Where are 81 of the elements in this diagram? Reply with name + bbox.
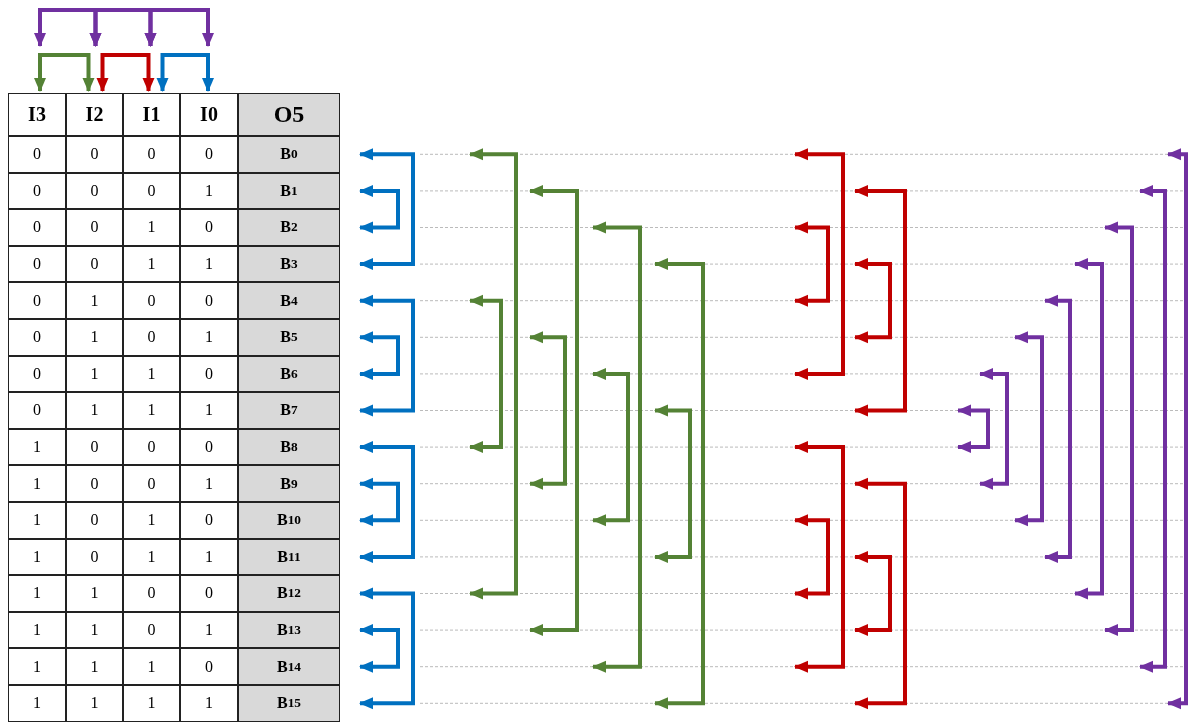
swap-arrow bbox=[359, 294, 415, 417]
table-cell: 0 bbox=[180, 282, 238, 319]
table-cell: 0 bbox=[180, 428, 238, 466]
table-cell: 0 bbox=[8, 319, 66, 356]
table-cell: 1 bbox=[66, 355, 123, 393]
table-cell: 0 bbox=[180, 136, 238, 173]
swap-arrow bbox=[359, 477, 400, 527]
table-cell: 0 bbox=[123, 428, 180, 466]
swap-arrow bbox=[96, 53, 155, 92]
table-cell: 0 bbox=[123, 611, 180, 649]
table-cell: 0 bbox=[123, 136, 180, 173]
table-cell: 1 bbox=[123, 209, 180, 246]
table-cell: 0 bbox=[180, 502, 238, 539]
table-cell: 0 bbox=[123, 319, 180, 356]
table-cell: 0 bbox=[8, 282, 66, 319]
table-cell: 1 bbox=[8, 648, 66, 685]
table-cell: 1 bbox=[123, 245, 180, 283]
table-cell: 1 bbox=[66, 392, 123, 429]
swap-arrow bbox=[359, 184, 400, 234]
table-cell: 1 bbox=[66, 685, 123, 722]
table-cell: 1 bbox=[66, 319, 123, 356]
column-header: I0 bbox=[180, 93, 238, 136]
column-header: O5 bbox=[238, 93, 340, 136]
table-cell: 1 bbox=[123, 538, 180, 576]
table-cell: 0 bbox=[180, 648, 238, 685]
table-cell: 1 bbox=[8, 575, 66, 612]
table-cell: 1 bbox=[8, 611, 66, 649]
table-cell: 1 bbox=[180, 465, 238, 502]
table-cell: 0 bbox=[66, 538, 123, 576]
table-cell: 0 bbox=[8, 392, 66, 429]
table-cell: 1 bbox=[66, 282, 123, 319]
table-cell: 0 bbox=[66, 209, 123, 246]
column-header: I1 bbox=[123, 93, 180, 136]
table-cell: 0 bbox=[66, 428, 123, 466]
table-cell: 0 bbox=[180, 209, 238, 246]
table-cell: 1 bbox=[180, 319, 238, 356]
swap-arrow bbox=[359, 587, 415, 710]
table-cell: 0 bbox=[66, 465, 123, 502]
swap-arrow bbox=[156, 53, 214, 92]
swap-arrow bbox=[144, 8, 214, 47]
table-cell: 0 bbox=[66, 172, 123, 210]
table-cell: 1 bbox=[8, 685, 66, 722]
table-cell: 0 bbox=[123, 172, 180, 210]
table-cell: 1 bbox=[180, 611, 238, 649]
table-cell: 1 bbox=[66, 575, 123, 612]
swap-arrow bbox=[359, 624, 400, 673]
table-cell: 1 bbox=[8, 502, 66, 539]
swap-arrow bbox=[34, 53, 95, 92]
column-header: I3 bbox=[8, 93, 66, 136]
table-cell: 1 bbox=[66, 648, 123, 685]
swap-arrow bbox=[359, 441, 415, 563]
table-cell: 0 bbox=[66, 245, 123, 283]
table-cell: 0 bbox=[180, 355, 238, 393]
table-cell: 1 bbox=[8, 428, 66, 466]
table-cell: 0 bbox=[123, 575, 180, 612]
table-cell: 1 bbox=[123, 355, 180, 393]
table-cell: 1 bbox=[123, 685, 180, 722]
table-cell: 1 bbox=[123, 648, 180, 685]
table-cell: 1 bbox=[180, 172, 238, 210]
column-header: I2 bbox=[66, 93, 123, 136]
table-cell: 0 bbox=[180, 575, 238, 612]
table-cell: 0 bbox=[66, 136, 123, 173]
swap-arrow bbox=[359, 148, 415, 271]
table-cell: 1 bbox=[123, 502, 180, 539]
table-cell: 0 bbox=[8, 355, 66, 393]
table-cell: 1 bbox=[180, 245, 238, 283]
table-cell: 1 bbox=[180, 392, 238, 429]
swap-arrow bbox=[359, 331, 400, 380]
table-cell: 0 bbox=[8, 209, 66, 246]
table-cell: 1 bbox=[180, 685, 238, 722]
table-cell: 0 bbox=[123, 282, 180, 319]
table-cell: 1 bbox=[123, 392, 180, 429]
table-cell: 1 bbox=[66, 611, 123, 649]
table-cell: 0 bbox=[66, 502, 123, 539]
table-cell: 0 bbox=[123, 465, 180, 502]
table-cell: 0 bbox=[8, 245, 66, 283]
table-cell: 1 bbox=[8, 538, 66, 576]
table-cell: 0 bbox=[8, 172, 66, 210]
table-cell: 1 bbox=[8, 465, 66, 502]
table-cell: 1 bbox=[180, 538, 238, 576]
table-cell: 0 bbox=[8, 136, 66, 173]
